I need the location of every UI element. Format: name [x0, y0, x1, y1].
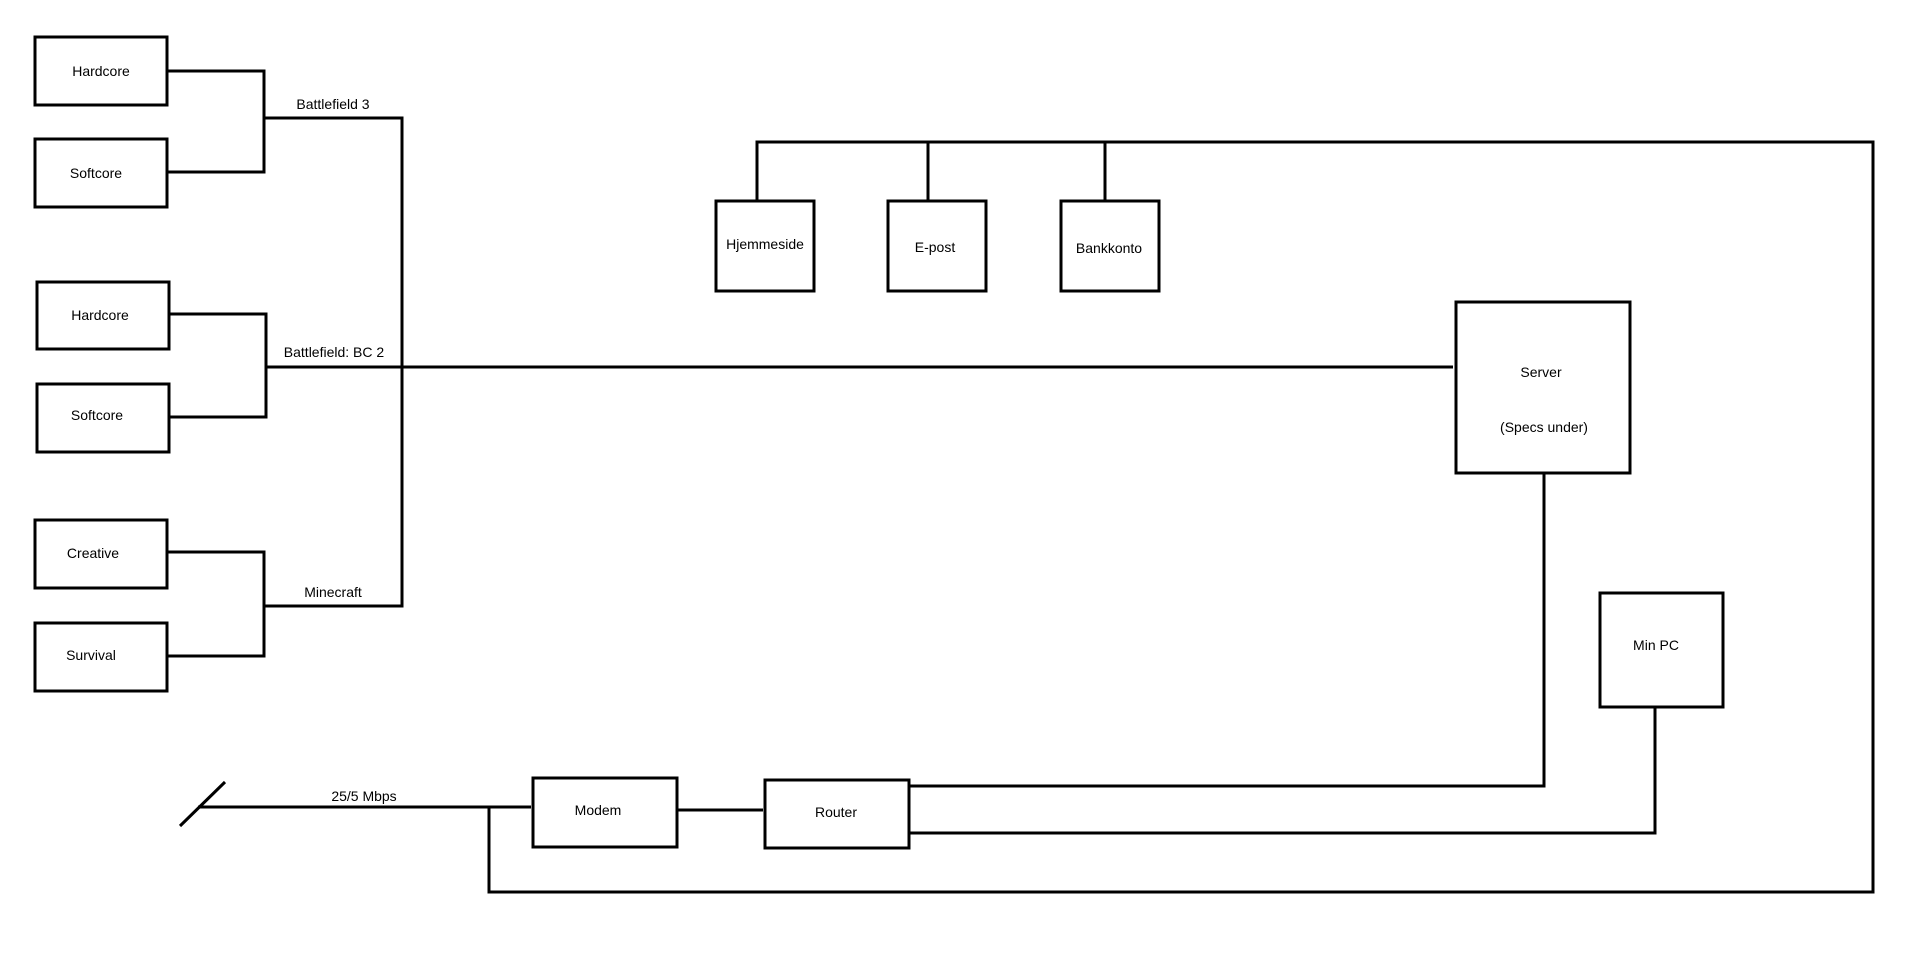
mode-box-bf3-hardcore[interactable]: Hardcore [33, 35, 169, 107]
connector-minecraft-modes [167, 550, 266, 658]
service-box-hjemmeside[interactable]: Hjemmeside [714, 199, 816, 293]
router-box[interactable]: Router [763, 778, 911, 850]
service-label: E-post [915, 239, 956, 255]
connector-bf3-trunk [264, 116, 404, 608]
mode-label: Hardcore [72, 63, 130, 79]
server-title: Server [1520, 364, 1562, 380]
connector-services-bus [487, 140, 1875, 894]
server-subtitle: (Specs under) [1500, 419, 1588, 435]
connector-router-pc [907, 706, 1657, 835]
game-label-minecraft: Minecraft [304, 584, 362, 600]
service-label: Bankkonto [1076, 240, 1142, 256]
connector-bf3-modes [167, 69, 266, 174]
service-label: Hjemmeside [726, 236, 804, 252]
service-box-epost[interactable]: E-post [886, 199, 988, 293]
mode-box-minecraft-survival[interactable]: Survival [33, 621, 169, 693]
mode-box-minecraft-creative[interactable]: Creative [33, 518, 169, 590]
my-pc-label: Min PC [1633, 637, 1679, 653]
mode-box-bfbc2-softcore[interactable]: Softcore [35, 382, 171, 454]
server-box[interactable]: Server (Specs under) [1454, 300, 1632, 475]
router-label: Router [815, 804, 857, 820]
mode-label: Creative [67, 545, 119, 561]
service-box-bankkonto[interactable]: Bankkonto [1059, 199, 1161, 293]
mode-label: Survival [66, 647, 116, 663]
mode-label: Hardcore [71, 307, 129, 323]
connection-speed-label: 25/5 Mbps [331, 788, 396, 804]
connectors [167, 69, 1875, 894]
mode-label: Softcore [70, 165, 122, 181]
game-label-bf3: Battlefield 3 [296, 96, 369, 112]
mode-box-bf3-softcore[interactable]: Softcore [33, 137, 169, 209]
modem-box[interactable]: Modem [531, 776, 679, 849]
mode-label: Softcore [71, 407, 123, 423]
internet-cut-icon [178, 780, 227, 828]
my-pc-box[interactable]: Min PC [1598, 591, 1725, 709]
connector-router-server [907, 474, 1546, 788]
game-label-bfbc2: Battlefield: BC 2 [284, 344, 385, 360]
connector-bfbc2-modes [169, 312, 268, 419]
modem-label: Modem [575, 802, 622, 818]
mode-box-bfbc2-hardcore[interactable]: Hardcore [35, 280, 171, 351]
